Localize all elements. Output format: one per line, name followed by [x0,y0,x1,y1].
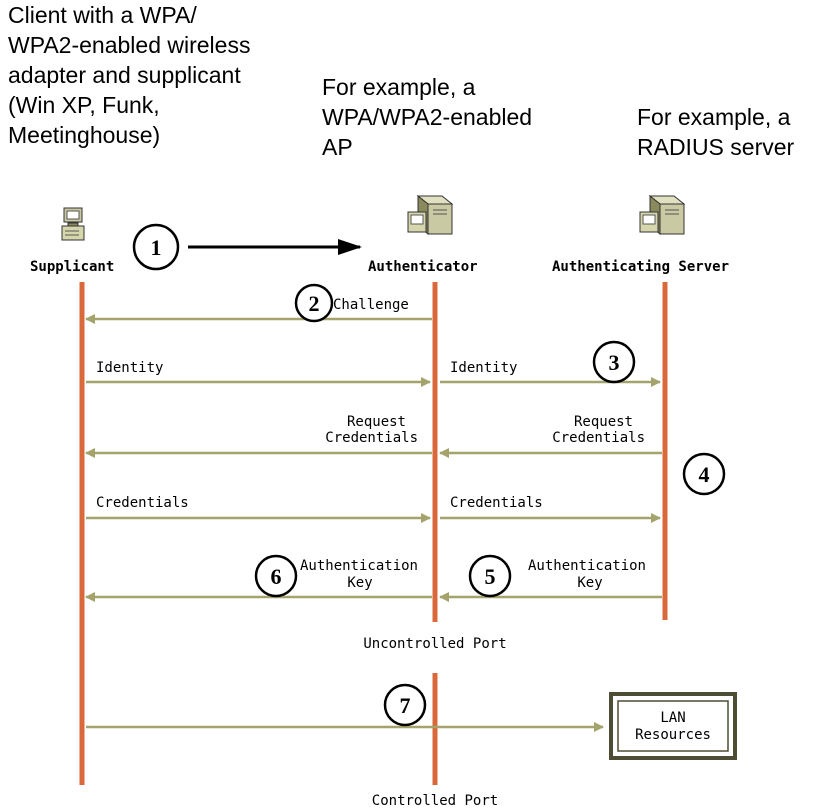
step-2-marker: 2 [294,283,334,323]
authenticator-label: Authenticator [368,259,478,275]
uncontrolled-port-label: Uncontrolled Port [363,636,506,652]
svg-text:3: 3 [609,350,620,375]
auth-key-label-2-line1: Authentication [528,558,646,574]
credentials-label-1: Credentials [96,495,189,511]
controlled-port-label: Controlled Port [372,793,498,809]
supplicant-label: Supplicant [30,259,114,275]
svg-text:4: 4 [699,462,710,487]
auth-key-label-2-line2: Key [577,575,602,591]
ap-caption: For example, a WPA/WPA2-enabled AP [322,74,533,160]
challenge-label: Challenge [333,297,409,313]
svg-text:1: 1 [151,235,162,260]
lan-label-line2: Resources [635,727,711,743]
server-icon [639,194,686,236]
identity-label-2: Identity [450,360,517,376]
svg-text:6: 6 [271,564,282,589]
lan-resources-box: LAN Resources [609,692,737,760]
step-3-marker: 3 [592,340,636,384]
auth-key-label-1-line2: Key [347,575,372,591]
server-icon [407,194,454,236]
request-label-2-line2: Credentials [552,430,645,446]
step-6-marker: 6 [254,554,298,598]
request-label-2-line1: Request [574,414,633,430]
auth-key-label-1-line1: Authentication [300,558,418,574]
request-label-1-line1: Request [347,414,406,430]
step-4-marker: 4 [682,452,726,496]
client-caption: Client with a WPA/ WPA2-enabled wireless… [8,2,251,148]
svg-text:5: 5 [485,564,496,589]
credentials-label-2: Credentials [450,495,543,511]
step-1-marker: 1 [132,223,180,271]
svg-text:2: 2 [309,291,320,316]
step-7-marker: 7 [383,683,427,727]
step-5-marker: 5 [468,554,512,598]
svg-text:7: 7 [400,693,411,718]
authenticating-server-label: Authenticating Server [552,259,729,275]
identity-label-1: Identity [96,360,163,376]
computer-icon [61,207,85,241]
request-label-1-line2: Credentials [325,430,418,446]
lan-label-line1: LAN [660,710,685,726]
radius-caption: For example, a RADIUS server [637,104,795,160]
